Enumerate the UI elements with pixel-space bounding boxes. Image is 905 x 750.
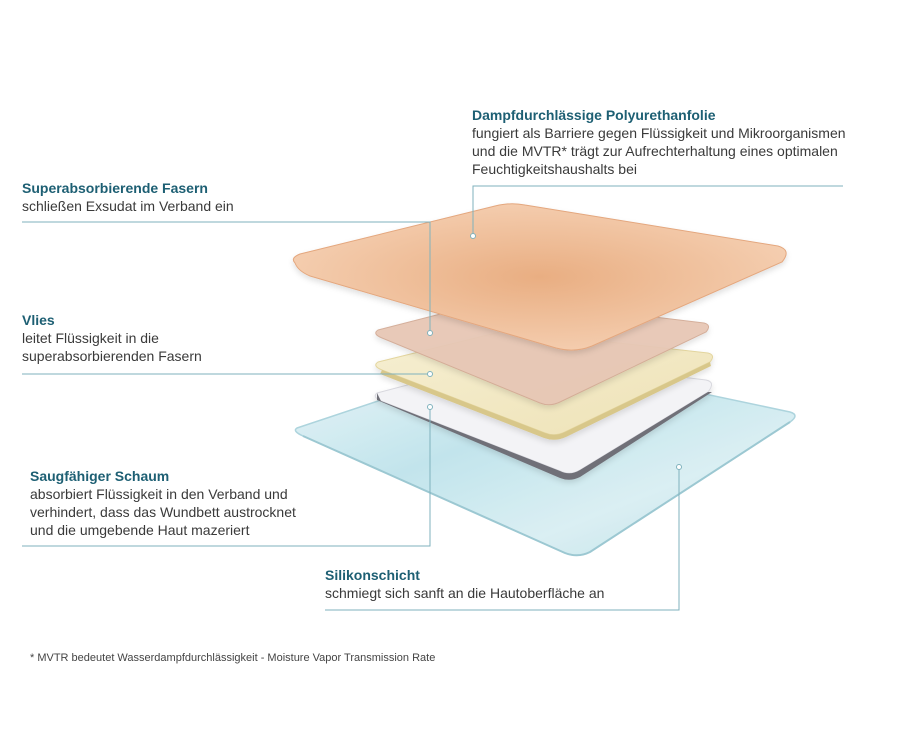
label-silicone: Silikonschicht schmiegt sich sanft an di… [325, 566, 604, 602]
label-film: Dampfdurchlässige Polyurethanfolie fungi… [472, 106, 846, 178]
label-fleece-title: Vlies [22, 312, 55, 328]
leader-dot-fibers [427, 330, 433, 336]
leader-line-fibers [22, 221, 431, 333]
leader-dot-foam [427, 404, 433, 410]
leader-line-foam [22, 407, 431, 547]
label-fleece: Vlies leitet Flüssigkeit in die superabs… [22, 311, 202, 365]
leader-line-silicone [325, 467, 680, 611]
label-fleece-description: leitet Flüssigkeit in die superabsorbier… [22, 330, 202, 364]
leader-dot-silicone [676, 464, 682, 470]
leader-dots [427, 233, 682, 470]
leader-dot-film [470, 233, 476, 239]
leader-dot-fleece [427, 371, 433, 377]
label-foam-description: absorbiert Flüssigkeit in den Verband un… [30, 486, 296, 538]
leader-lines [22, 185, 843, 611]
label-silicone-description: schmiegt sich sanft an die Hautoberfläch… [325, 585, 605, 601]
label-foam: Saugfähiger Schaum absorbiert Flüssigkei… [30, 467, 296, 539]
film-layer [292, 203, 787, 351]
label-fibers: Superabsorbierende Fasern schließen Exsu… [22, 179, 234, 215]
label-fibers-description: schließen Exsudat im Verband ein [22, 198, 234, 214]
label-film-title: Dampfdurchlässige Polyurethanfolie [472, 107, 716, 123]
label-foam-title: Saugfähiger Schaum [30, 468, 170, 484]
label-silicone-title: Silikonschicht [325, 567, 420, 583]
leader-line-film [472, 185, 843, 236]
label-fibers-title: Superabsorbierende Fasern [22, 180, 208, 196]
footnote: * MVTR bedeutet Wasserdampfdurchlässigke… [30, 652, 436, 664]
label-film-description: fungiert als Barriere gegen Flüssigkeit … [472, 125, 846, 177]
